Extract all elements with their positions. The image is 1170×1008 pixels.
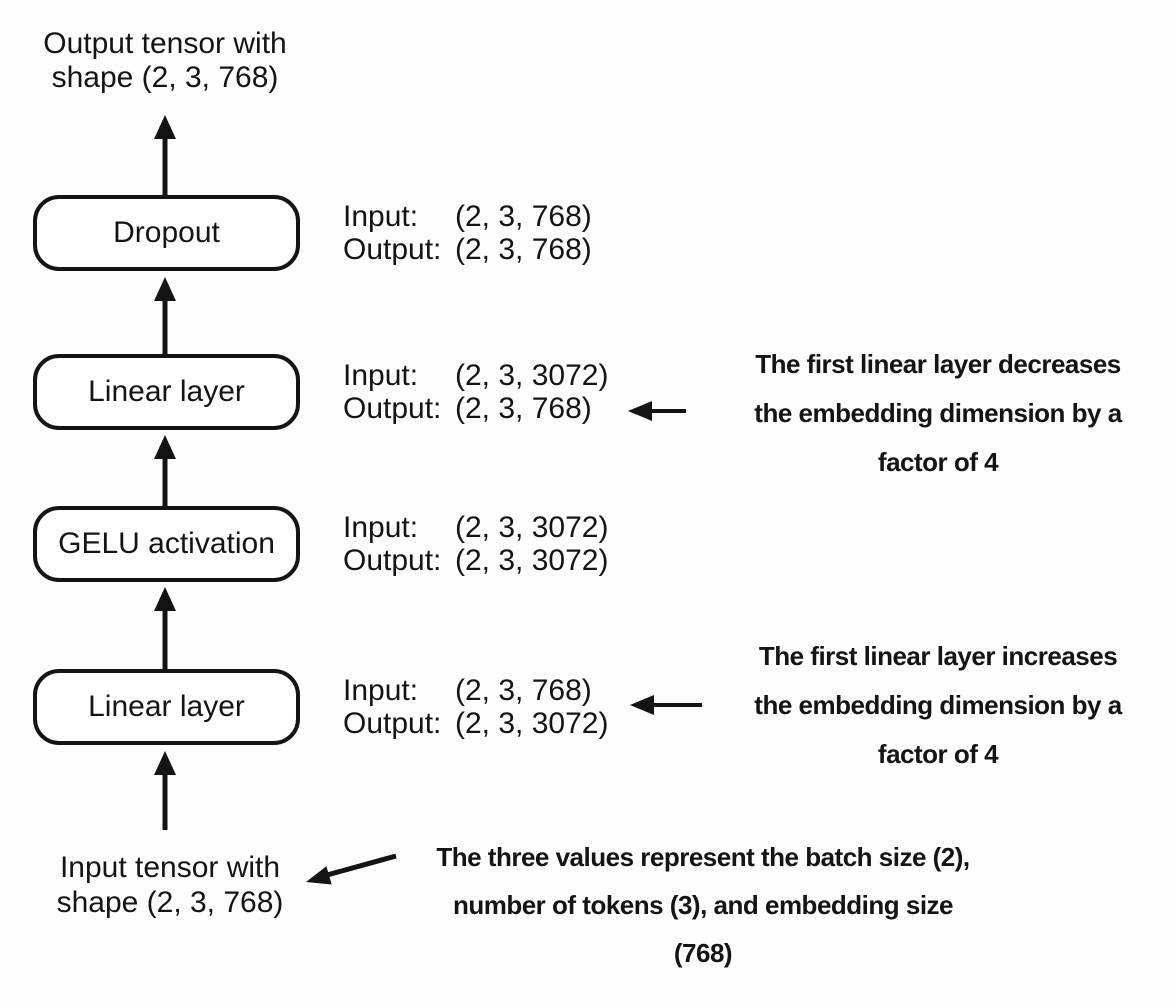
note-line: The first linear layer decreases [755, 349, 1121, 379]
input-label: Input: [343, 511, 419, 544]
output-shape: (2, 3, 3072) [455, 707, 609, 740]
layer-label: Linear layer [88, 375, 245, 408]
note-linear-decrease: The first linear layer decreases the emb… [718, 340, 1158, 487]
output-tensor-caption-line1: Output tensor with [43, 27, 287, 60]
layer-box-gelu-activation: GELU activation [33, 506, 300, 582]
note-line: The three values represent the batch siz… [436, 842, 970, 872]
output-shape: (2, 3, 3072) [455, 544, 609, 577]
input-tensor-caption-line1: Input tensor with [59, 851, 281, 884]
input-label: Input: [343, 359, 419, 392]
output-label: Output: [343, 392, 442, 425]
arrow-left-icon [630, 695, 702, 715]
layer-box-linear-upper: Linear layer [33, 354, 300, 430]
output-shape: (2, 3, 768) [455, 233, 592, 266]
output-tensor-caption-line2: shape (2, 3, 768) [51, 61, 279, 94]
arrow-up-icon [154, 115, 176, 195]
io-shapes-linear-upper: Input: (2, 3, 3072) Output: (2, 3, 768) [343, 359, 608, 425]
output-tensor-caption: Output tensor with shape (2, 3, 768) [20, 27, 310, 95]
arrow-up-icon [154, 435, 176, 506]
layer-box-dropout: Dropout [33, 195, 300, 271]
input-label: Input: [343, 200, 419, 233]
arrow-up-icon [154, 587, 176, 669]
output-label: Output: [343, 544, 442, 577]
io-shapes-dropout: Input: (2, 3, 768) Output: (2, 3, 768) [343, 200, 592, 266]
input-shape: (2, 3, 3072) [455, 359, 609, 392]
output-label: Output: [343, 233, 442, 266]
layer-label: Dropout [113, 216, 220, 249]
arrow-up-icon [154, 751, 176, 830]
layer-label: GELU activation [58, 527, 275, 560]
note-line: (768) [673, 938, 733, 968]
note-line: The first linear layer increases [758, 641, 1118, 671]
input-shape: (2, 3, 768) [455, 674, 592, 707]
output-label: Output: [343, 707, 442, 740]
note-linear-increase: The first linear layer increases the emb… [718, 632, 1158, 779]
layer-box-linear-lower: Linear layer [33, 669, 300, 745]
note-line: number of tokens (3), and embedding size [452, 890, 954, 920]
note-line: factor of 4 [877, 447, 999, 477]
input-shape: (2, 3, 3072) [455, 511, 609, 544]
arrow-left-icon [628, 401, 686, 421]
input-label: Input: [343, 674, 419, 707]
io-shapes-gelu-activation: Input: (2, 3, 3072) Output: (2, 3, 3072) [343, 511, 608, 577]
arrow-down-left-icon [306, 853, 397, 885]
layer-label: Linear layer [88, 690, 245, 723]
io-shapes-linear-lower: Input: (2, 3, 768) Output: (2, 3, 3072) [343, 674, 608, 740]
arrow-up-icon [154, 277, 176, 354]
input-shape: (2, 3, 768) [455, 200, 592, 233]
note-line: the embedding dimension by a [754, 690, 1122, 720]
note-line: the embedding dimension by a [754, 398, 1122, 428]
note-tensor-shape-meaning: The three values represent the batch siz… [383, 833, 1023, 977]
note-line: factor of 4 [877, 739, 999, 769]
output-shape: (2, 3, 768) [455, 392, 592, 425]
input-tensor-caption: Input tensor with shape (2, 3, 768) [25, 850, 315, 920]
input-tensor-caption-line2: shape (2, 3, 768) [56, 886, 284, 919]
